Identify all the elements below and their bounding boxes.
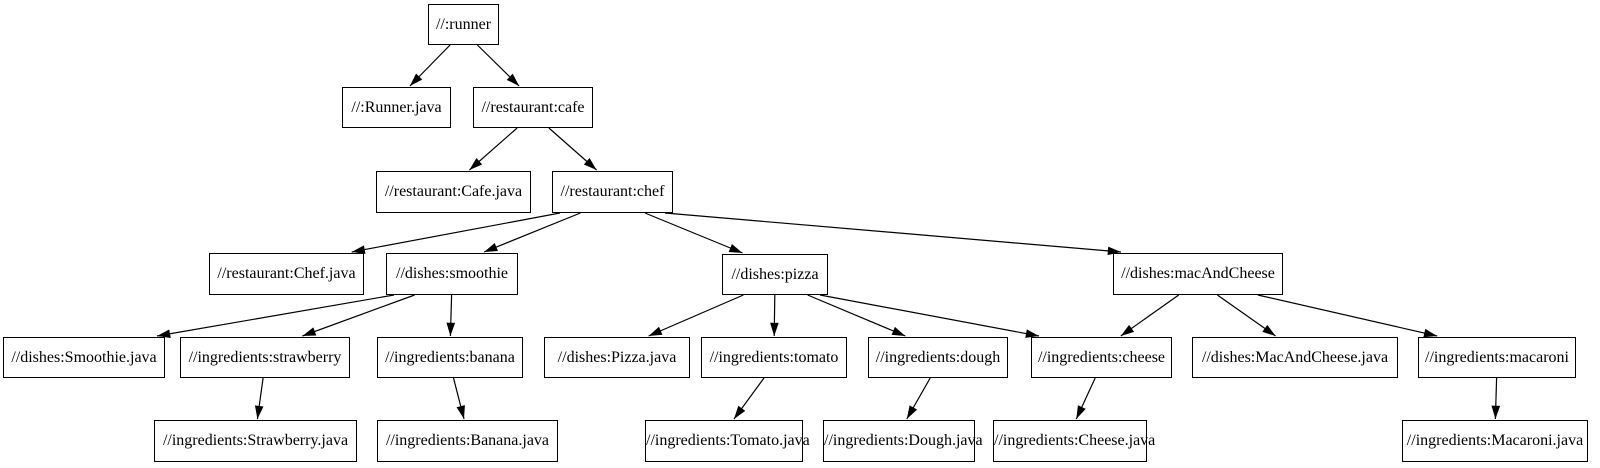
edge-pizza-to-dough (807, 294, 906, 337)
edge-smoothie-to-strawberry (302, 294, 415, 337)
edge-chef-to-pizza (644, 212, 743, 254)
node-dough-java: //ingredients:Dough.java (823, 420, 983, 462)
node-pizza-java: //dishes:Pizza.java (544, 337, 690, 378)
edge-dough-to-dough_java (906, 377, 931, 420)
node-runner-java: //:Runner.java (342, 87, 451, 128)
edge-pizza-to-tomato (770, 294, 779, 337)
node-cafe: //restaurant:cafe (473, 87, 593, 128)
edge-strawberry-to-strawberry_java (254, 377, 264, 420)
node-tomato-java: //ingredients:Tomato.java (645, 420, 810, 462)
edge-runner-to-runner_java (409, 44, 451, 87)
node-macaroni: //ingredients:macaroni (1418, 337, 1576, 378)
edge-chef-to-smoothie (483, 212, 581, 253)
edge-runner-to-cafe (476, 44, 520, 87)
edge-smoothie-to-smoothie_java (156, 294, 395, 339)
node-cheese: //ingredients:cheese (1031, 337, 1172, 378)
node-strawberry: //ingredients:strawberry (180, 337, 350, 378)
edge-pizza-to-pizza_java (648, 294, 744, 337)
node-mac-and-cheese: //dishes:macAndCheese (1113, 253, 1283, 295)
edge-chef-to-mac_and_cheese (664, 212, 1122, 256)
node-smoothie: //dishes:smoothie (386, 253, 518, 295)
node-cafe-java: //restaurant:Cafe.java (376, 171, 531, 213)
node-cheese-java: //ingredients:Cheese.java (993, 420, 1155, 462)
edge-mac_and_cheese-to-macaroni (1257, 294, 1438, 338)
node-pizza: //dishes:pizza (722, 254, 828, 295)
node-strawberry-java: //ingredients:Strawberry.java (154, 420, 357, 462)
edge-banana-to-banana_java (452, 377, 465, 420)
edge-tomato-to-tomato_java (733, 377, 765, 420)
edge-chef-to-chef_java (351, 212, 561, 254)
node-chef: //restaurant:chef (552, 171, 673, 213)
node-chef-java: //restaurant:Chef.java (209, 253, 364, 295)
node-mac-and-cheese-java: //dishes:MacAndCheese.java (1192, 337, 1398, 378)
edge-cafe-to-cafe_java (469, 127, 518, 171)
node-macaroni-java: //ingredients:Macaroni.java (1402, 420, 1588, 462)
node-tomato: //ingredients:tomato (701, 337, 847, 378)
edge-macaroni-to-macaroni_java (1491, 377, 1501, 420)
edge-mac_and_cheese-to-cheese (1120, 294, 1180, 337)
node-banana: //ingredients:banana (377, 337, 523, 378)
node-banana-java: //ingredients:Banana.java (377, 420, 558, 462)
node-dough: //ingredients:dough (868, 337, 1008, 378)
edge-mac_and_cheese-to-mac_and_cheese_java (1217, 294, 1276, 337)
node-smoothie-java: //dishes:Smoothie.java (3, 337, 165, 378)
node-runner: //:runner (428, 4, 499, 45)
edge-cafe-to-chef (548, 127, 597, 171)
edge-smoothie-to-banana (446, 294, 456, 337)
edge-cheese-to-cheese_java (1075, 377, 1096, 420)
edge-pizza-to-cheese (819, 294, 1040, 338)
